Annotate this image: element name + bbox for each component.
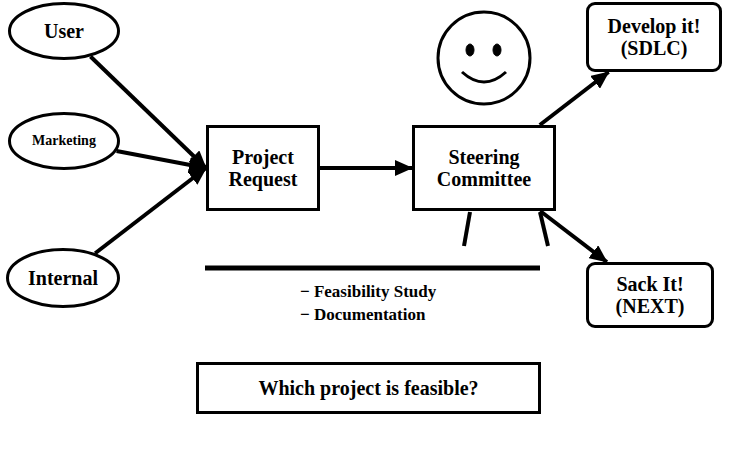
process-box: Project Request <box>206 125 320 211</box>
source-ellipse: Marketing <box>8 112 120 170</box>
process-box: Steering Committee <box>412 125 556 211</box>
outcome-box: Sack It! (NEXT) <box>586 262 714 328</box>
flow-arrow <box>117 151 206 168</box>
smiley-head <box>438 12 530 104</box>
node-text: Which project is feasible? <box>258 377 478 399</box>
flow-arrow <box>540 72 609 125</box>
outcome-box: Develop it! (SDLC) <box>586 2 722 72</box>
node-text: Steering Committee <box>420 146 548 191</box>
flow-arrow <box>540 211 607 262</box>
node-text: Marketing <box>32 133 96 149</box>
divider-line <box>205 266 540 271</box>
committee-legs <box>464 212 548 246</box>
node-text: Sack It! (NEXT) <box>594 273 706 318</box>
node-text: Internal <box>28 267 98 289</box>
source-ellipse: User <box>8 2 120 60</box>
node-text: User <box>44 20 84 42</box>
flow-arrow <box>95 168 206 253</box>
node-text: Develop it! (SDLC) <box>594 15 714 60</box>
question-box: Which project is feasible? <box>196 362 541 414</box>
node-text: Project Request <box>214 146 312 191</box>
note-label: − Feasibility Study <box>300 282 436 302</box>
flow-arrow <box>320 166 412 170</box>
source-ellipse: Internal <box>6 248 120 308</box>
note-label: − Documentation <box>300 305 425 325</box>
